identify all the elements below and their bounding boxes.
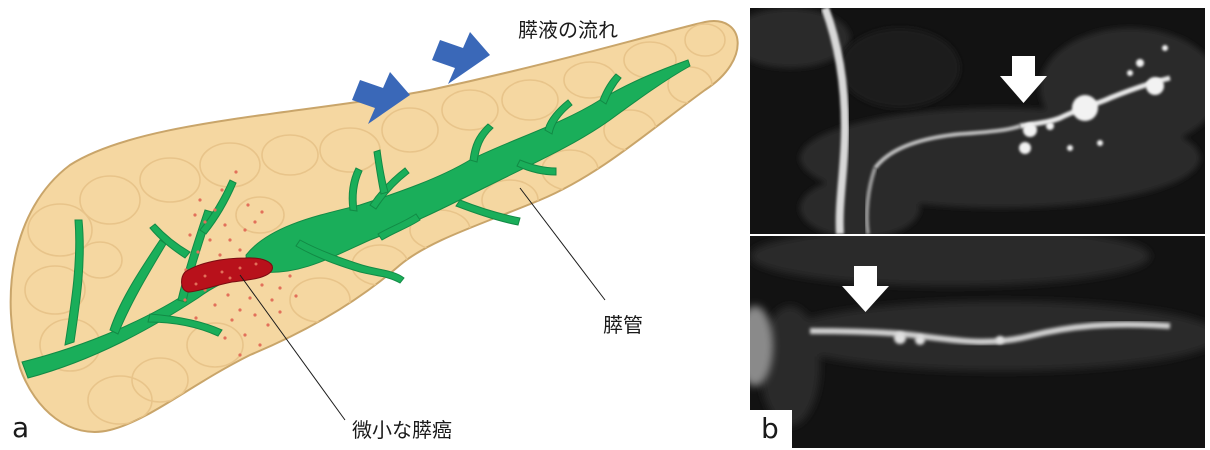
duct-label: 膵管 — [603, 315, 643, 335]
mri-image-bottom — [750, 236, 1205, 448]
panel-b-letter: b — [761, 415, 779, 443]
mri-image-top — [750, 8, 1205, 234]
flow-label: 膵液の流れ — [518, 20, 618, 40]
mri-pointer-arrow-icon — [1000, 56, 1047, 103]
duct-leader-line — [520, 188, 605, 300]
panel-b-letter-box: b — [750, 410, 792, 450]
panel-a-letter: a — [12, 414, 29, 442]
pancreas-illustration — [0, 0, 745, 450]
pancreas-diagram-panel: 膵液の流れ 膵管 微小な膵癌 a — [0, 0, 745, 450]
cancer-label: 微小な膵癌 — [352, 420, 452, 440]
